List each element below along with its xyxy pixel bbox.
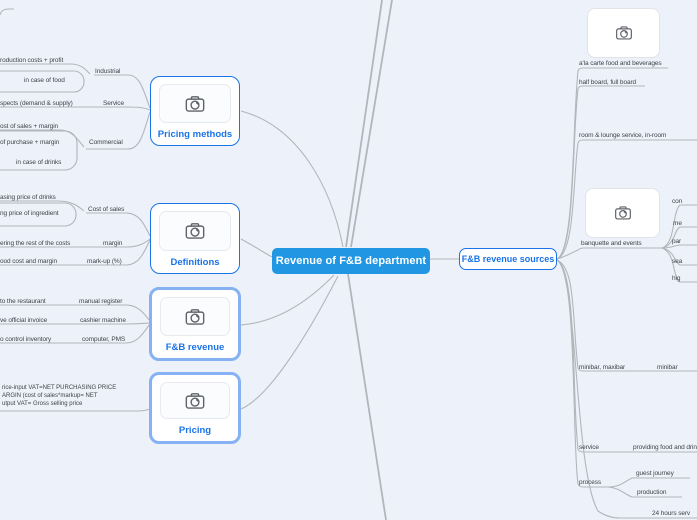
node-guest-journey[interactable]: guest journey [636, 470, 674, 477]
camera-icon [615, 26, 632, 40]
camera-icon [185, 223, 205, 239]
node-service-method[interactable]: Service [103, 100, 124, 107]
card-fb-revenue-label: F&B revenue [165, 342, 225, 353]
right-branch-links [556, 67, 697, 519]
node-cost-of-sales-margin[interactable]: ost of sales + margin [0, 123, 59, 130]
camera-icon [185, 95, 205, 112]
node-banquet-child-3[interactable]: par [672, 238, 682, 245]
node-production[interactable]: production [637, 489, 667, 496]
long-diagonal-links [345, 0, 393, 520]
node-margin[interactable]: margin [103, 240, 123, 247]
card-fb-revenue[interactable]: F&B revenue [149, 287, 241, 361]
card-definitions-label: Definitions [170, 257, 220, 268]
node-cost-of-sales[interactable]: Cost of sales [88, 206, 125, 213]
node-service[interactable]: service [579, 444, 599, 451]
node-half-board[interactable]: half board, full board [579, 79, 637, 86]
image-placeholder [160, 297, 230, 336]
node-commercial[interactable]: Commercial [89, 139, 123, 146]
node-covering-costs[interactable]: ering the rest of the costs [0, 240, 71, 247]
node-banquet-child-2[interactable]: me [673, 220, 682, 227]
node-control-inventory[interactable]: o control inventory [0, 336, 52, 343]
node-fb-revenue-sources[interactable]: F&B revenue sources [459, 248, 557, 270]
image-node-a-la-carte[interactable] [587, 8, 660, 58]
camera-icon [185, 308, 205, 325]
node-markup[interactable]: mark-up (%) [87, 258, 122, 265]
card-pricing[interactable]: Pricing [149, 372, 241, 444]
node-official-invoice[interactable]: ve official invoice [0, 317, 48, 324]
center-left-links [240, 110, 459, 410]
node-manual-register[interactable]: manual register [79, 298, 123, 305]
node-price-of-ingredient[interactable]: ng price of ingredient [0, 210, 59, 217]
root-node-revenue-of-fb-department[interactable]: Revenue of F&B department [272, 248, 430, 274]
left-branch-links [0, 8, 151, 412]
node-purchase-margin[interactable]: of purchase + margin [0, 139, 60, 146]
node-computer-pms[interactable]: computer, PMS [82, 336, 126, 343]
node-banquette-and-events[interactable]: banquette and events [581, 240, 642, 247]
node-minibar-maxibar[interactable]: minibar, maxibar [579, 364, 626, 371]
card-pricing-label: Pricing [178, 425, 212, 436]
node-production-costs[interactable]: roduction costs + profit [0, 57, 64, 64]
node-cashier-machine[interactable]: cashier machine [80, 317, 126, 324]
pricing-note-line-3: utput VAT= Gross selling price [2, 401, 83, 407]
node-providing-food-and-drink[interactable]: providing food and drin [633, 444, 697, 451]
image-placeholder [159, 84, 231, 123]
node-banquet-child-5[interactable]: hig [672, 275, 681, 282]
image-node-banquets[interactable] [585, 188, 660, 238]
node-a-la-carte[interactable]: a'la carte food and beverages [579, 60, 662, 67]
camera-icon [185, 392, 205, 409]
node-food-cost-margin[interactable]: ood cost and margin [0, 258, 57, 265]
node-aspects[interactable]: spects (demand & supply) [0, 100, 73, 107]
node-pricing-note[interactable]: rice-input VAT=NET PURCHASING PRICE ARGI… [2, 384, 116, 408]
node-process[interactable]: process [579, 479, 602, 486]
card-pricing-methods-label: Pricing methods [157, 129, 233, 140]
pricing-note-line-1: rice-input VAT=NET PURCHASING PRICE [2, 385, 117, 391]
image-placeholder [160, 382, 230, 419]
pricing-note-line-2: ARGIN (cost of sales*markup= NET [2, 393, 98, 399]
node-room-lounge-service[interactable]: room & lounge service, in-room [579, 132, 667, 139]
node-banquet-child-4[interactable]: sea [672, 258, 683, 265]
node-24-hours-service[interactable]: 24 hours serv [652, 510, 691, 517]
node-to-the-restaurant[interactable]: to the restaurant [0, 298, 46, 305]
card-pricing-methods[interactable]: Pricing methods [150, 76, 240, 146]
node-minibar[interactable]: minibar [657, 364, 678, 371]
node-in-case-of-drinks[interactable]: in case of drinks [16, 159, 62, 166]
node-industrial[interactable]: Industrial [95, 68, 121, 75]
node-price-of-drinks[interactable]: asing price of drinks [0, 194, 56, 201]
node-banquet-child-1[interactable]: con [672, 198, 683, 205]
image-placeholder [159, 211, 231, 251]
camera-icon [614, 206, 631, 220]
card-definitions[interactable]: Definitions [150, 203, 240, 274]
node-in-case-of-food[interactable]: in case of food [24, 77, 65, 84]
